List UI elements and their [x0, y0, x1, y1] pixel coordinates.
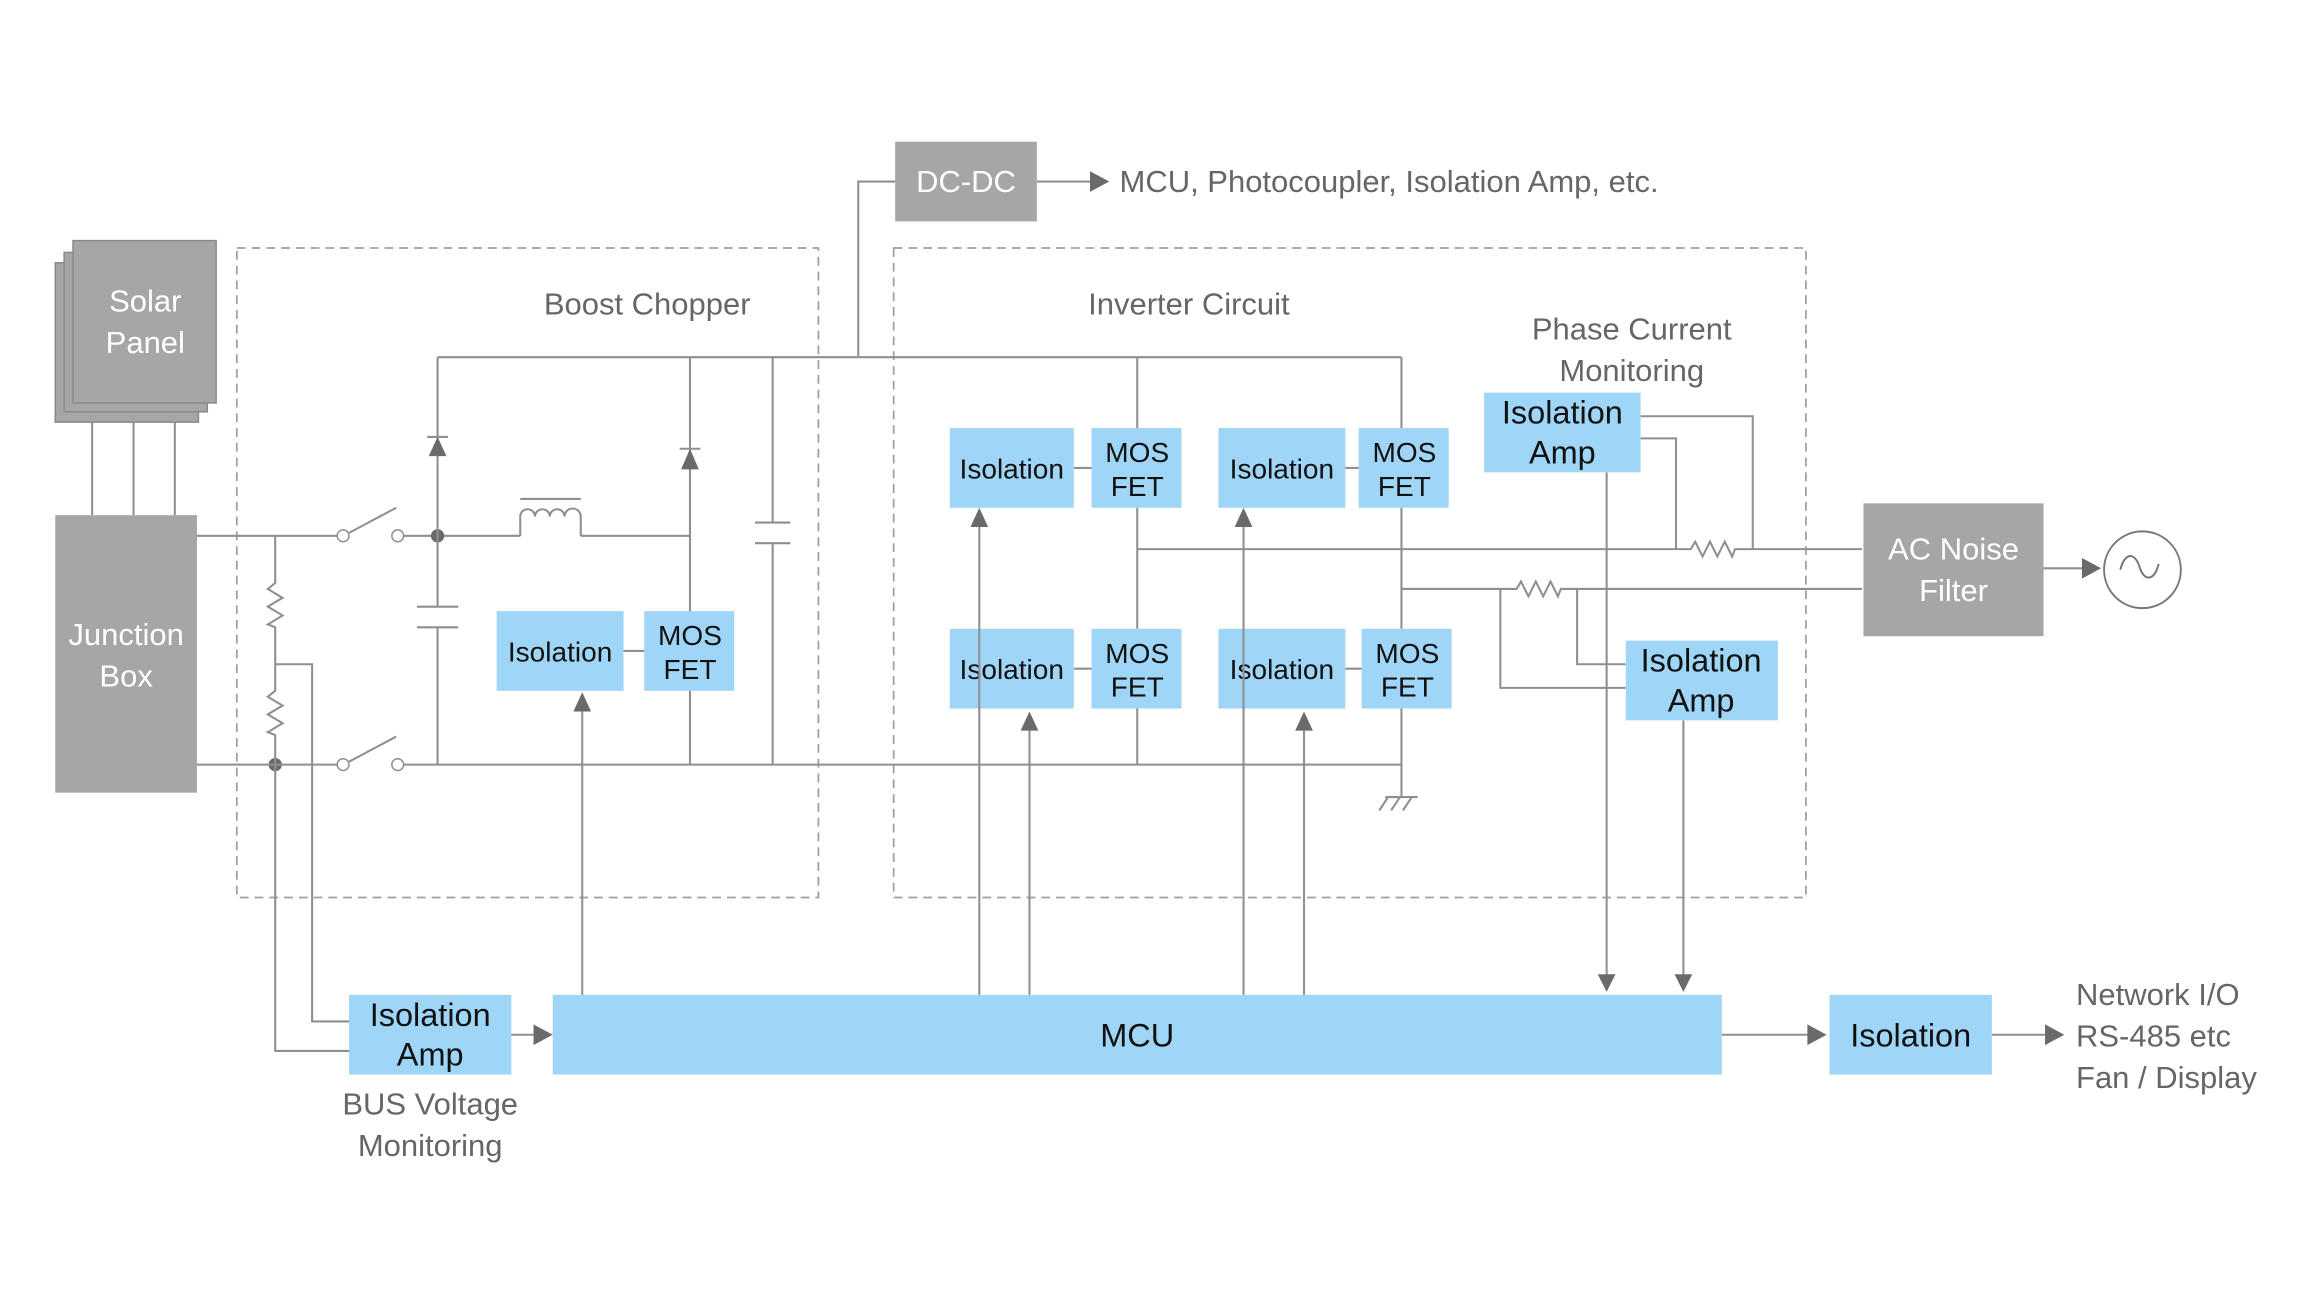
boost-chopper-region: [235, 247, 820, 899]
output-network-label: Network I/O: [2076, 977, 2240, 1012]
isolation-label: Isolation: [960, 453, 1064, 484]
boost-mosfet: MOS FET: [644, 611, 735, 691]
mcu-block: MCU: [552, 994, 1722, 1075]
isolation-amp-label-2: Amp: [1668, 682, 1735, 718]
solar-panel: Solar Panel: [54, 239, 217, 423]
inverter-isolation-2: Isolation: [1218, 428, 1346, 508]
ac-noise-filter-label-2: Filter: [1919, 573, 1988, 608]
junction-box: Junction Box: [55, 515, 197, 793]
output-rs485-label: RS-485 etc: [2076, 1019, 2231, 1054]
dc-dc-output-label: MCU, Photocoupler, Isolation Amp, etc.: [1120, 164, 1659, 199]
diode-icon: [428, 436, 447, 457]
inverter-isolation-1: Isolation: [949, 428, 1074, 508]
ac-source-icon: [2103, 530, 2182, 610]
bus-voltage-label-2: Monitoring: [358, 1128, 503, 1163]
ac-noise-filter-label-1: AC Noise: [1888, 531, 2019, 566]
mosfet-label-2: FET: [1111, 672, 1164, 703]
resistor-divider: [265, 535, 350, 1053]
phase-current-label-2: Monitoring: [1559, 353, 1704, 388]
isolation-label: Isolation: [960, 654, 1064, 685]
dc-dc-block: DC-DC: [895, 141, 1037, 222]
mosfet-label-1: MOS: [1105, 638, 1169, 669]
phase-current-label-1: Phase Current: [1532, 311, 1732, 346]
diode-icon: [681, 448, 699, 470]
boost-chopper-label: Boost Chopper: [544, 286, 751, 321]
inverter-isolation-3: Isolation: [949, 628, 1074, 709]
dc-dc-label: DC-DC: [916, 164, 1016, 199]
isolation-amp-label-1: Isolation: [1502, 395, 1623, 431]
mcu-label: MCU: [1100, 1018, 1174, 1054]
inverter-isolation-4: Isolation: [1218, 628, 1346, 709]
junction-box-label-2: Box: [99, 658, 153, 693]
isolation-label: Isolation: [1850, 1018, 1971, 1054]
mosfet-label-1: MOS: [1375, 638, 1439, 669]
mosfet-label-2: FET: [1381, 672, 1434, 703]
mosfet-label-2: FET: [1378, 471, 1431, 502]
capacitor-icon: [416, 357, 459, 765]
solar-panel-label-1: Solar: [109, 283, 181, 318]
isolation-label: Isolation: [1230, 453, 1334, 484]
isolation-amp-label-2: Amp: [397, 1037, 464, 1073]
output-isolation: Isolation: [1829, 994, 1992, 1075]
arrow-icon: [1090, 171, 1110, 192]
isolation-label: Isolation: [1230, 654, 1334, 685]
inductor-icon: [519, 497, 582, 536]
mosfet-label-2: FET: [664, 654, 717, 685]
isolation-label: Isolation: [508, 636, 612, 667]
mosfet-label-1: MOS: [658, 620, 722, 651]
isolation-amp-label-2: Amp: [1529, 434, 1596, 470]
inverter-circuit-label: Inverter Circuit: [1088, 286, 1290, 321]
mosfet-label-2: FET: [1111, 471, 1164, 502]
junction-box-label-1: Junction: [68, 617, 183, 652]
solar-panel-label-2: Panel: [106, 325, 185, 360]
output-fan-display-label: Fan / Display: [2076, 1060, 2257, 1095]
bus-voltage-label-1: BUS Voltage: [342, 1086, 518, 1121]
ground-icon: [1378, 796, 1418, 811]
isolation-amp-label-1: Isolation: [370, 997, 491, 1033]
isolation-amp-label-1: Isolation: [1641, 643, 1762, 679]
mosfet-label-1: MOS: [1372, 437, 1436, 468]
boost-isolation: Isolation: [496, 611, 624, 691]
mosfet-label-1: MOS: [1105, 437, 1169, 468]
